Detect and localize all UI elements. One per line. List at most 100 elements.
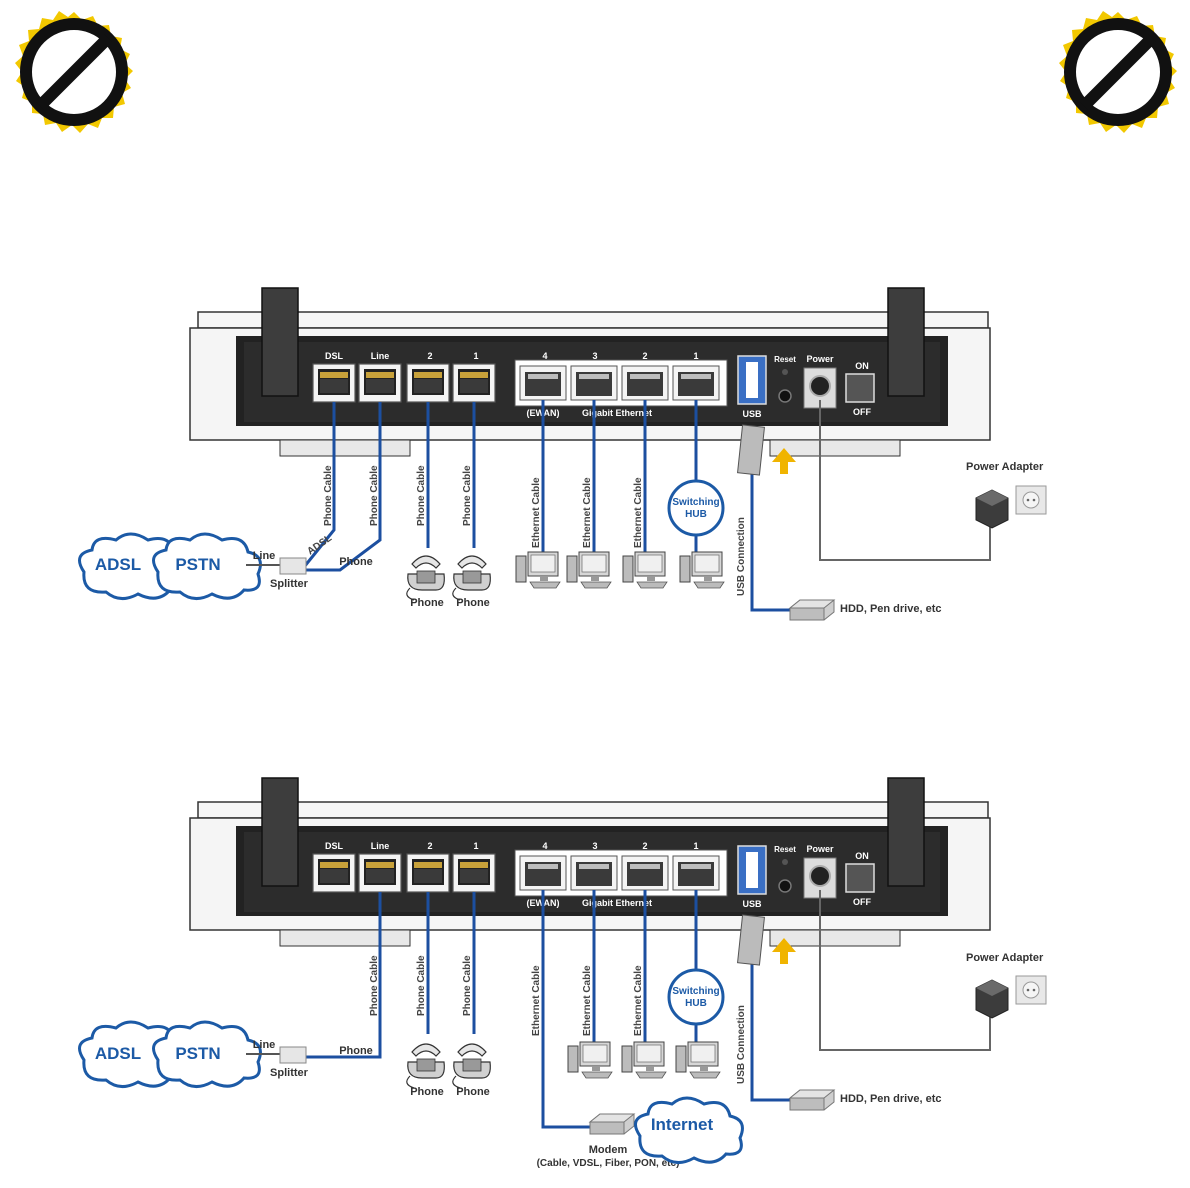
dsl-port-2 (312, 853, 356, 893)
usb-plug (737, 424, 765, 476)
dsl-port-label-2: DSL (325, 841, 344, 851)
splitter-label-2: Splitter (270, 1067, 309, 1079)
cable-label-phone1-2: Phone Cable (462, 955, 473, 1016)
computer-3-2 (675, 1041, 721, 1079)
splitter-line-label: Line (253, 550, 276, 562)
dsl-port-label: DSL (325, 351, 344, 361)
hdd-device (789, 599, 835, 621)
power-adapter-label: Power Adapter (966, 461, 1044, 473)
phone-label-1: Phone (410, 597, 444, 609)
switching-hub-2 (667, 968, 725, 1026)
cable-label-eth2: Ethernet Cable (633, 477, 644, 548)
ethernet-port-2 (621, 365, 669, 401)
cable-label-eth4: Ethernet Cable (531, 477, 542, 548)
computer-4 (679, 551, 725, 589)
power-adapter-2 (975, 975, 1047, 1019)
prohibited-sign-icon-right (1059, 11, 1177, 133)
gigabit-label-2: Gigabit Ethernet (582, 898, 652, 908)
antenna-right-2 (887, 777, 925, 887)
router-rear-panel-2: DSL Line 2 1 4 3 2 1 (EWAN) Gigabit Ethe… (189, 777, 991, 947)
internet-label: Internet (651, 1115, 714, 1134)
cable-label-eth2-2: Ethernet Cable (633, 965, 644, 1036)
phone-label-2: Phone (456, 597, 490, 609)
lan4-label-2: 4 (542, 841, 547, 851)
reset-button (782, 369, 788, 375)
pstn-label-2: PSTN (175, 1044, 220, 1063)
computer-2 (566, 551, 612, 589)
power-adapter (975, 485, 1047, 529)
power-jack-2 (809, 865, 831, 887)
line-port-2 (358, 853, 402, 893)
reset-label-2: Reset (774, 845, 796, 854)
phone-2 (452, 555, 491, 601)
power-label-2: Power (806, 844, 834, 854)
cable-power (819, 400, 991, 561)
adsl-label-2: ADSL (95, 1044, 141, 1063)
computer-2-2 (621, 1041, 667, 1079)
splitter (279, 557, 307, 575)
router-rear-panel: DSL Line 2 1 4 3 2 1 (EWAN) Gigabit Ethe… (189, 287, 991, 457)
hdd-label: HDD, Pen drive, etc (840, 603, 941, 615)
cable-usb (750, 470, 790, 612)
cable-label-phone2-2: Phone Cable (416, 955, 427, 1016)
hub-label-line1-2: Switching (672, 986, 719, 997)
lan2-label-2: 2 (642, 841, 647, 851)
switching-hub (667, 479, 725, 537)
insert-arrow-icon-2 (772, 938, 796, 964)
modem-label: Modem (589, 1144, 628, 1156)
adsl-label: ADSL (95, 555, 141, 574)
diagram-ewan-mode: DSL Line 2 1 4 3 2 1 (EWAN) Gigabit Ethe… (78, 777, 1047, 1169)
phone2-port (406, 363, 450, 403)
hdd-label-2: HDD, Pen drive, etc (840, 1093, 941, 1105)
line-port-label: Line (371, 351, 390, 361)
power-label: Power (806, 354, 834, 364)
phone-label-2-2: Phone (456, 1086, 490, 1098)
cable-label-phone1: Phone Cable (462, 465, 473, 526)
computer-1-2 (567, 1041, 613, 1079)
cable-ewan (541, 890, 592, 1129)
reset-button-2 (782, 859, 788, 865)
phone1-port-label-2: 1 (473, 841, 478, 851)
cable-label-usb: USB Connection (736, 517, 747, 596)
ethernet-port-1 (672, 365, 720, 401)
power-adapter-label-2: Power Adapter (966, 952, 1044, 964)
phone-1-2 (406, 1043, 445, 1089)
power-switch (845, 373, 875, 403)
antenna-left (261, 287, 299, 397)
usb-label: USB (742, 409, 762, 419)
phone-1 (406, 555, 445, 601)
line-port-label-2: Line (371, 841, 390, 851)
reset-label: Reset (774, 355, 796, 364)
lan1-label-2: 1 (693, 841, 698, 851)
dsl-port (312, 363, 356, 403)
phone1-port (452, 363, 496, 403)
cable-line-2 (306, 892, 382, 1059)
power-switch-2 (845, 863, 875, 893)
cable-label-eth3-2: Ethernet Cable (582, 965, 593, 1036)
insert-arrow-icon (772, 448, 796, 474)
lan2-label: 2 (642, 351, 647, 361)
antenna-left-2 (261, 777, 299, 887)
power-jack (809, 375, 831, 397)
cable-usb-2 (750, 960, 790, 1102)
ethernet-port-1-2 (672, 855, 720, 891)
wps-button (778, 389, 792, 403)
cable-dsl (298, 402, 336, 573)
cable-line (306, 402, 382, 572)
on-label-2: ON (855, 851, 869, 861)
phone2-port-2 (406, 853, 450, 893)
on-label: ON (855, 361, 869, 371)
ethernet-port-3-2 (570, 855, 618, 891)
cable-label-usb-2: USB Connection (736, 1005, 747, 1084)
lan3-label-2: 3 (592, 841, 597, 851)
hdd-device-2 (789, 1089, 835, 1111)
splitter-line-label-2: Line (253, 1039, 276, 1051)
phone2-port-label-2: 2 (427, 841, 432, 851)
line-port (358, 363, 402, 403)
splitter-phone-label-2: Phone (339, 1045, 373, 1057)
lan3-label: 3 (592, 351, 597, 361)
cable-label-phone2: Phone Cable (416, 465, 427, 526)
splitter-label: Splitter (270, 578, 309, 590)
phone-2-2 (452, 1043, 491, 1089)
